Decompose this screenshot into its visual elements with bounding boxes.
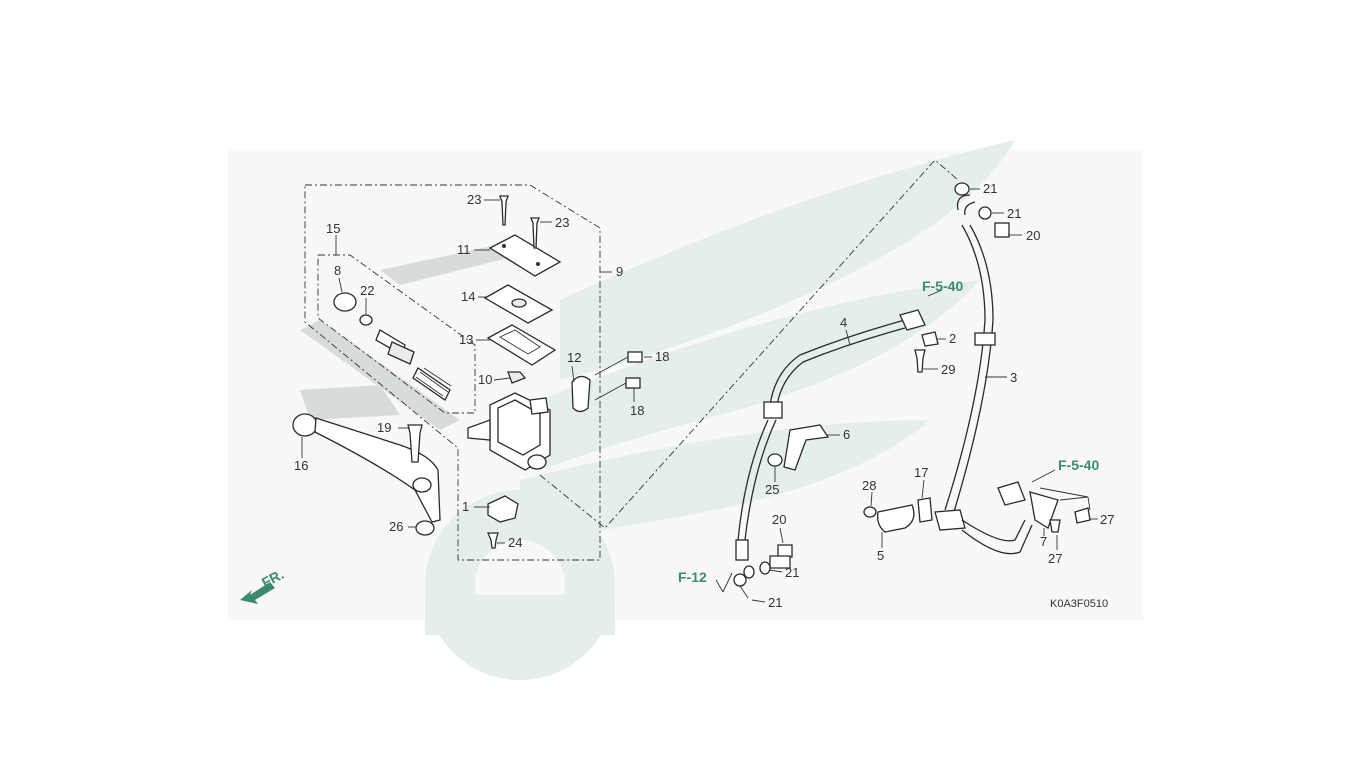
callout-1: 1 [462,499,469,514]
guide-5[interactable] [877,504,915,533]
callout-15: 15 [326,221,340,236]
callout-21b: 21 [785,565,799,580]
callout-28: 28 [862,478,876,493]
master-cylinder-group-frame [304,184,601,561]
pivot-bolt-19[interactable] [407,424,423,463]
piston-set-group-frame [317,254,476,414]
callout-27a: 27 [1100,512,1114,527]
screw-23b[interactable] [530,217,540,249]
callout-16: 16 [294,458,308,473]
bolt-28[interactable] [863,506,877,518]
callout-7: 7 [1040,534,1047,549]
watermark-wing-logo [425,140,1015,680]
callout-11: 11 [457,242,471,257]
hose-connection-frame [539,159,959,529]
callout-5: 5 [877,548,884,563]
callout-8: 8 [334,263,341,278]
washer-21c[interactable] [978,206,992,220]
brake-hose-4[interactable] [733,309,926,587]
brake-hose-3[interactable] [934,194,1033,555]
piston-set-15[interactable] [333,292,452,401]
callout-20b: 20 [772,512,786,527]
callout-19: 19 [377,420,391,435]
reference-f540-top[interactable]: F-5-40 [922,278,963,294]
reference-f540-right[interactable]: F-5-40 [1058,457,1099,473]
bracket-6[interactable] [783,424,830,471]
stop-switch-1[interactable] [487,495,519,523]
bolt-18a[interactable] [594,351,643,376]
reservoir-cap-11[interactable] [488,234,562,277]
callout-17: 17 [914,465,928,480]
float-10[interactable] [507,371,527,384]
leader-lines [301,188,1098,603]
nut-25[interactable] [767,453,783,467]
callout-6: 6 [843,427,850,442]
callout-2: 2 [949,331,956,346]
clamp-17[interactable] [917,497,933,523]
stay-7[interactable] [1029,491,1059,529]
banjo-bolt-20b[interactable] [769,544,793,569]
callout-10: 10 [478,372,492,387]
callout-12: 12 [567,350,581,365]
screw-24[interactable] [487,532,499,549]
callout-21a: 21 [983,181,997,196]
bolt-27b[interactable] [1049,519,1061,533]
callout-23a: 23 [467,192,481,207]
holder-12[interactable] [571,375,591,413]
callout-25: 25 [765,482,779,497]
callout-18b: 18 [630,403,644,418]
screw-23a[interactable] [499,195,509,226]
callout-20a: 20 [1026,228,1040,243]
clamp-2[interactable] [921,331,939,347]
callout-18a: 18 [655,349,669,364]
callout-23b: 23 [555,215,569,230]
callout-4: 4 [840,315,847,330]
callout-24: 24 [508,535,522,550]
callout-9: 9 [616,264,623,279]
callout-21c: 21 [1007,206,1021,221]
callout-26: 26 [389,519,403,534]
washer-21b[interactable] [759,561,771,575]
callout-3: 3 [1010,370,1017,385]
bolt-29[interactable] [914,349,926,373]
callout-13: 13 [459,332,473,347]
banjo-bolt-20a[interactable] [994,222,1010,238]
callout-21d: 21 [768,595,782,610]
master-cylinder-body[interactable] [467,392,551,471]
bolt-18b[interactable] [594,377,641,401]
callout-29: 29 [941,362,955,377]
diagram-code: K0A3F0510 [1050,598,1108,610]
bolt-27a[interactable] [1074,507,1091,524]
washer-21a[interactable] [954,182,970,196]
callout-14: 14 [461,289,475,304]
callout-numbers: 23 23 11 9 14 13 10 12 18 18 1 24 15 8 2… [294,181,1114,610]
nut-26[interactable] [415,520,435,536]
reference-f12[interactable]: F-12 [678,569,707,585]
callout-22: 22 [360,283,374,298]
callout-27b: 27 [1048,551,1062,566]
